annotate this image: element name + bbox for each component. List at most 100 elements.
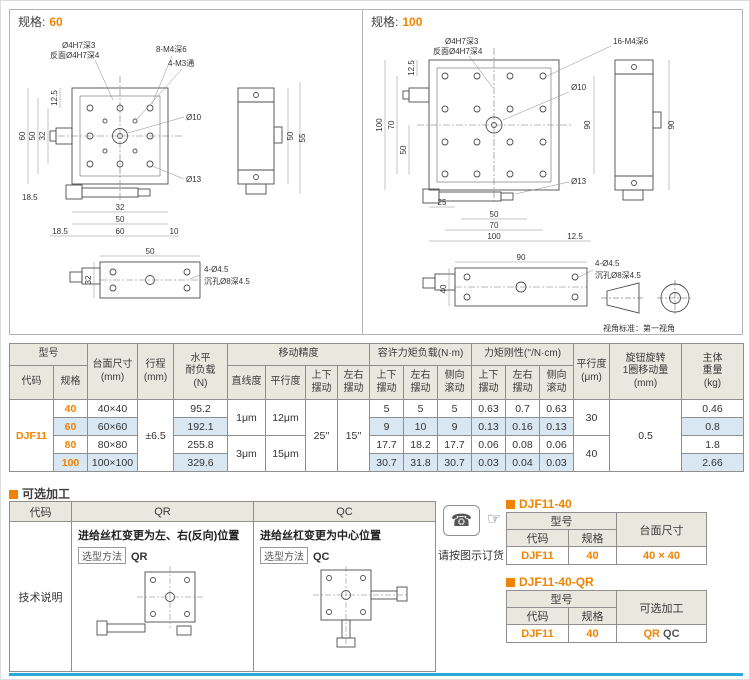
cell-load: 192.1: [173, 417, 228, 436]
cell-travel: ±6.5: [137, 399, 174, 472]
dim-label: 18.5: [52, 227, 68, 236]
cell-stiff-pitch: 0.63: [471, 399, 507, 418]
cell-code: DJF11: [9, 399, 54, 472]
section-bullet-icon: [9, 490, 18, 499]
annotation-label: 沉孔Ø8深4.5: [204, 277, 250, 286]
header-yaw: 左右 摆动: [403, 365, 438, 400]
spec-value: 60: [49, 15, 63, 29]
dim-label: 90: [583, 120, 592, 129]
mini-table-2-title: DJF11-40-QR: [506, 575, 594, 589]
annotation-label: 反面Ø4H7深4: [50, 50, 100, 60]
cell-parallelism: 40: [573, 435, 611, 472]
header-travel: 行程 (mm): [137, 343, 174, 400]
header-pitch: 上下 摆动: [305, 365, 338, 400]
cell-moment-pitch: 9: [369, 417, 404, 436]
dim-label: 40: [439, 284, 448, 293]
side-view-60: [237, 87, 283, 195]
dim-label: 60: [18, 131, 27, 140]
dim-label: 50: [146, 247, 155, 256]
opt-header-qr: QR: [71, 501, 254, 522]
cell-size: 80×80: [87, 435, 138, 454]
mini1-size: 40 × 40: [616, 546, 707, 565]
cell-moment-roll: 9: [436, 417, 473, 436]
cell-size: 100×100: [87, 453, 138, 472]
dim-label: 32: [38, 131, 47, 140]
header-yaw: 左右 摆动: [337, 365, 370, 400]
mini-table-djf11-40: 型号 台面尺寸 代码 规格 DJF11 40 40 × 40: [506, 512, 707, 565]
mini1-header-code: 代码: [506, 529, 569, 547]
table-row-40: DJF11 40 40×40 ±6.5 95.2 1μm 12μm 25'' 1…: [9, 399, 745, 472]
header-yaw: 左右 摆动: [505, 365, 541, 400]
cell-stiff-yaw: 0.08: [505, 435, 541, 454]
section-bullet-icon: [506, 500, 515, 509]
annotation-label: 4-Ø4.5: [204, 265, 229, 274]
mini2-code: DJF11: [506, 624, 569, 643]
mini2-optional: QR QC: [616, 624, 707, 643]
cell-moment-yaw: 10: [403, 417, 438, 436]
cell-knob-travel: 0.5: [609, 399, 683, 472]
cell-moment-roll: 5: [436, 399, 473, 418]
cell-spec: 80: [53, 435, 88, 454]
cell-stiff-yaw: 0.04: [505, 453, 541, 472]
engineering-drawing-60: Ø4H7深3 反面Ø4H7深4 8-M4深6 4-M3通 Ø10 Ø13 12.…: [18, 41, 307, 299]
order-note: 请按图示订货: [438, 550, 504, 562]
dim-label: 100: [487, 232, 501, 241]
header-parallel: 平行度: [265, 365, 306, 400]
header-model: 型号: [9, 343, 88, 366]
dim-label: 90: [667, 120, 676, 129]
annotation-label: 8-M4深6: [156, 45, 187, 54]
qc-drawing: [312, 566, 409, 648]
header-pitch: 上下 摆动: [471, 365, 507, 400]
cell-spec: 60: [53, 417, 88, 436]
centerlines-60: [58, 76, 182, 202]
mini2-spec: 40: [568, 624, 617, 643]
cell-straightness: 1μm: [227, 399, 266, 436]
hand-glyph: ☞: [487, 511, 502, 528]
cell-stiff-roll: 0.63: [539, 399, 575, 418]
dim-label: 90: [517, 253, 526, 262]
dim-label: 32: [84, 275, 93, 284]
opt-header-qc: QC: [253, 501, 436, 522]
bottom-view-60: [69, 261, 201, 299]
pointing-hand-icon: ☞: [487, 509, 501, 529]
spec-label-60: 规格:60: [18, 13, 63, 30]
cell-stiff-roll: 0.06: [539, 435, 575, 454]
annotation-label: 沉孔Ø8深4.5: [595, 271, 641, 280]
spec-label-text: 规格:: [18, 15, 46, 29]
method-box-label: 选型方法: [260, 547, 308, 564]
mini2-opt-qr: QR: [643, 627, 660, 640]
dim-label: 70: [490, 221, 499, 230]
annotation-label: 16-M4深6: [613, 37, 649, 46]
header-accuracy-group: 移动精度: [227, 343, 370, 366]
cell-stiff-roll: 0.03: [539, 453, 575, 472]
dim-label: 10: [170, 227, 179, 236]
header-moment-group: 容许力矩负载(N·m): [368, 343, 473, 366]
cell-stiff-yaw: 0.7: [505, 399, 541, 418]
front-view-100: [402, 59, 560, 204]
cell-moment-pitch: 17.7: [369, 435, 404, 454]
header-roll: 侧向 滚动: [539, 365, 575, 400]
mini1-spec: 40: [568, 546, 617, 565]
dim-label: 25: [438, 198, 447, 207]
annotation-label: Ø4H7深3: [62, 41, 96, 50]
drawing-panel-60: 规格:60: [9, 9, 363, 335]
front-view-60: [49, 87, 169, 200]
dim-label: 50: [116, 215, 125, 224]
cell-stiff-pitch: 0.13: [471, 417, 507, 436]
mini-table-1-title: DJF11-40: [506, 497, 572, 511]
mini2-header-spec: 规格: [568, 607, 617, 625]
drawing-60-labels: Ø4H7深3 反面Ø4H7深4 8-M4深6 4-M3通 Ø10 Ø13 12.…: [18, 41, 307, 286]
dim-label: 50: [399, 145, 408, 154]
bottom-view-100: [422, 267, 588, 307]
cell-stiff-pitch: 0.03: [471, 453, 507, 472]
drawing-100-labels: 16-M4深6 Ø4H7深3 反面Ø4H7深4 Ø10 Ø13 12.5 50 …: [375, 37, 676, 333]
annotation-label: Ø10: [186, 113, 202, 122]
cell-spec: 100: [53, 453, 88, 472]
cell-weight: 2.66: [681, 453, 745, 472]
table-row-80: 80 80×80 255.8 3μm 15μm 17.7 18.2 17.7 0…: [10, 435, 745, 472]
cell-load: 95.2: [173, 399, 228, 418]
